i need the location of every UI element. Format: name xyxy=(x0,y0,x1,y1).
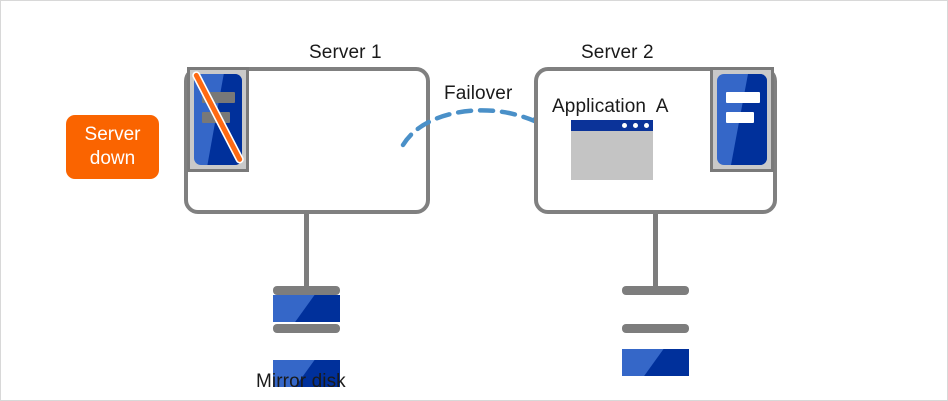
server-chassis xyxy=(717,74,767,165)
disk-body-bottom-left xyxy=(273,360,340,387)
status-badge: Server down xyxy=(66,115,159,179)
server-bar-top xyxy=(725,92,760,104)
server1-title: Server 1 xyxy=(309,42,382,63)
server-down-icon xyxy=(187,67,249,172)
disk-cap-top-left xyxy=(273,286,340,295)
status-badge-line1: Server xyxy=(84,124,141,145)
server-bar-bottom xyxy=(725,112,754,124)
server-bar-bottom xyxy=(202,112,230,124)
application-window-icon xyxy=(571,120,653,180)
app-dot-2 xyxy=(633,123,638,128)
app-dot-1 xyxy=(622,123,627,128)
server-bar-top xyxy=(202,92,236,104)
server-chassis xyxy=(194,74,242,165)
server1-disk-connector xyxy=(304,214,309,286)
server2-disk-connector xyxy=(653,214,658,286)
application-label: Application A xyxy=(552,96,669,117)
disk-cap-bottom-right xyxy=(622,324,689,333)
disk-cap-bottom-left xyxy=(273,324,340,333)
disk-cap-top-right xyxy=(622,286,689,295)
failover-label: Failover xyxy=(444,83,513,104)
status-badge-line2: down xyxy=(89,148,136,169)
app-titlebar xyxy=(571,120,653,131)
mirror-disk-label: Mirror disk xyxy=(256,371,346,392)
server2-title: Server 2 xyxy=(581,42,654,63)
disk-body-top-right xyxy=(622,349,689,376)
server-ok-icon xyxy=(710,67,774,172)
disk-body-top-left xyxy=(273,295,340,322)
app-dot-3 xyxy=(644,123,649,128)
